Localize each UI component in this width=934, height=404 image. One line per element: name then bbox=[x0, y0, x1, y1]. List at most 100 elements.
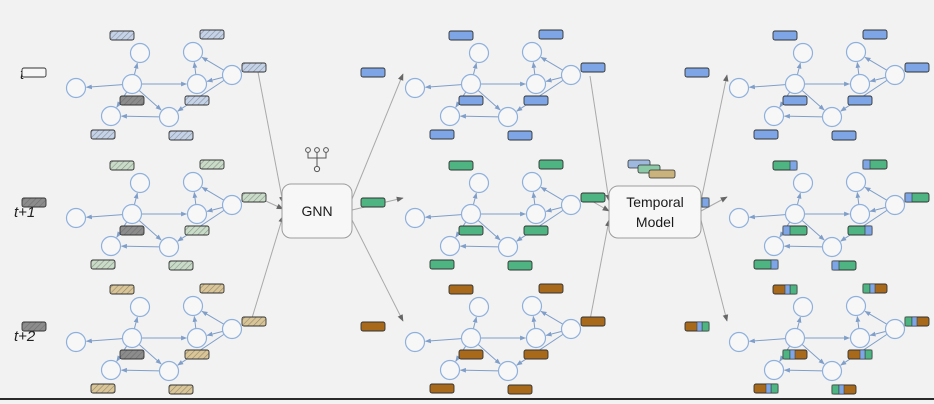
edge-arrow bbox=[201, 310, 225, 325]
graph-node bbox=[439, 105, 461, 127]
feature-box bbox=[538, 159, 564, 170]
embedding-segment bbox=[784, 284, 791, 295]
stacked-embeddings-icon bbox=[627, 159, 676, 179]
feature-box bbox=[580, 192, 606, 203]
embedding-segment bbox=[789, 160, 798, 171]
feature-box bbox=[21, 321, 47, 332]
feature-box bbox=[753, 129, 779, 140]
graph-node bbox=[763, 359, 785, 381]
graph-node bbox=[221, 194, 243, 216]
edge-arrow bbox=[477, 89, 501, 111]
feature-box bbox=[523, 349, 549, 360]
embedding-segment bbox=[864, 349, 873, 360]
edge-arrow bbox=[869, 76, 886, 83]
edge-arrow bbox=[531, 315, 537, 329]
embedding-segment bbox=[770, 383, 779, 394]
graph-node bbox=[460, 203, 482, 225]
edge-arrow bbox=[855, 191, 861, 205]
feature-box bbox=[168, 130, 194, 141]
graph-node bbox=[521, 41, 543, 63]
graph-node bbox=[497, 236, 519, 258]
graph-node bbox=[560, 194, 582, 216]
feature-box bbox=[538, 283, 564, 294]
feature-box bbox=[523, 95, 549, 106]
edge-arrow bbox=[477, 219, 501, 241]
feature-box bbox=[448, 30, 474, 41]
graph-node bbox=[525, 327, 547, 349]
graph-node bbox=[121, 327, 143, 349]
graph-node bbox=[784, 327, 806, 349]
graph-s2-r0 bbox=[684, 29, 930, 141]
connector-line bbox=[700, 219, 729, 322]
graph-s0-r2 bbox=[21, 283, 267, 395]
embedding-segment bbox=[911, 316, 918, 327]
graph-s1-r0 bbox=[360, 29, 606, 141]
embedding-segment bbox=[789, 349, 796, 360]
graph-node bbox=[784, 73, 806, 95]
graph-s2-r2 bbox=[684, 283, 930, 395]
feature-box bbox=[772, 30, 798, 41]
embedding-segment bbox=[782, 225, 791, 236]
feature-box bbox=[109, 160, 135, 171]
feature-box bbox=[360, 197, 386, 208]
edge-arrow bbox=[133, 192, 139, 205]
embedding-segment bbox=[765, 383, 772, 394]
graph-s1-r1 bbox=[360, 159, 606, 271]
edge-arrow bbox=[864, 56, 888, 71]
feature-box bbox=[241, 62, 267, 73]
graph-node bbox=[158, 360, 180, 382]
edge-arrow bbox=[459, 367, 499, 373]
edge-arrow bbox=[783, 113, 823, 119]
graph-node bbox=[186, 203, 208, 225]
connector-line bbox=[700, 196, 728, 212]
connector-line bbox=[351, 73, 404, 200]
edge-arrow bbox=[801, 89, 825, 111]
edge-arrow bbox=[869, 330, 886, 337]
edge-arrow bbox=[545, 76, 562, 83]
edge-arrow bbox=[796, 192, 802, 205]
temporal-label-line1: Temporal bbox=[626, 194, 684, 210]
feature-box bbox=[429, 129, 455, 140]
graph-node bbox=[784, 203, 806, 225]
graph-node bbox=[497, 360, 519, 382]
edge-arrow bbox=[531, 191, 537, 205]
feature-box bbox=[241, 316, 267, 327]
graph-node bbox=[884, 64, 906, 86]
feature-box bbox=[458, 95, 484, 106]
edge-arrow bbox=[864, 186, 888, 201]
edge-arrow bbox=[85, 84, 123, 90]
connector-line bbox=[257, 71, 285, 204]
embedding-segment bbox=[859, 349, 866, 360]
graph-node bbox=[460, 73, 482, 95]
graph-node bbox=[845, 295, 867, 317]
edge-arrow bbox=[138, 343, 162, 365]
feature-box bbox=[168, 384, 194, 395]
graph-node bbox=[821, 236, 843, 258]
connector-line bbox=[589, 219, 611, 321]
graph-node bbox=[129, 172, 151, 194]
edge-arrow bbox=[120, 113, 160, 119]
embedding-segment bbox=[696, 321, 703, 332]
embedding-segment bbox=[904, 192, 913, 203]
graph-node bbox=[121, 203, 143, 225]
graph-node bbox=[121, 73, 143, 95]
graph-node bbox=[439, 235, 461, 257]
edge-arrow bbox=[133, 316, 139, 329]
graph-node bbox=[521, 295, 543, 317]
edge-arrow bbox=[192, 61, 198, 75]
gnn-tree-icon bbox=[305, 147, 329, 173]
embedding-segment bbox=[831, 260, 840, 271]
feature-box bbox=[199, 159, 225, 170]
edge-arrow bbox=[855, 61, 861, 75]
gnn-block: GNN bbox=[281, 183, 353, 239]
graph-node bbox=[525, 73, 547, 95]
edge-arrow bbox=[459, 113, 499, 119]
bottom-rule bbox=[0, 398, 934, 400]
feature-box bbox=[241, 192, 267, 203]
feature-box bbox=[168, 260, 194, 271]
edge-arrow bbox=[748, 214, 786, 220]
graph-node bbox=[182, 171, 204, 193]
temporal-label-line2: Model bbox=[636, 214, 674, 230]
connector-line bbox=[589, 75, 611, 202]
